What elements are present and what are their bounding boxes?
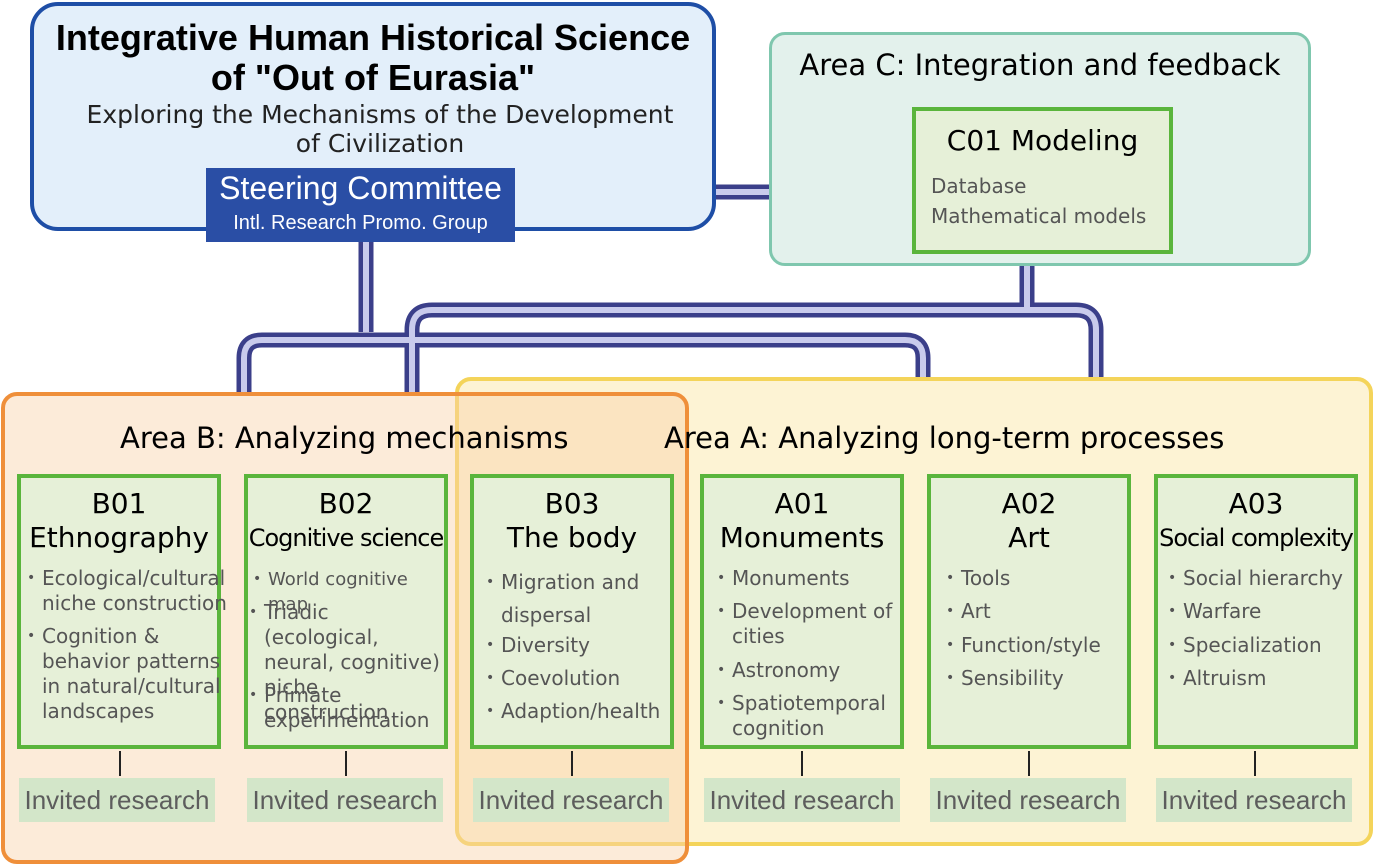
- project-title: Integrative Human Historical Science of …: [30, 18, 716, 98]
- group-b03-item: Diversity: [486, 633, 686, 658]
- group-b03-code: B03: [544, 487, 600, 520]
- group-b03-name: The body: [506, 521, 638, 554]
- group-a02-item: Tools: [946, 566, 1146, 591]
- group-a03-stem: [1254, 751, 1256, 776]
- group-a01-item: Spatiotemporal cognition: [717, 691, 897, 741]
- group-a02-code: A02: [1001, 487, 1057, 520]
- c01-box: [912, 107, 1173, 254]
- group-b01-item: Ecological/cultural niche construction: [27, 566, 227, 616]
- group-a03-item: Altruism: [1168, 666, 1368, 691]
- steering-committee-box: Steering Committee Intl. Research Promo.…: [206, 168, 515, 242]
- group-b03-stem: [571, 751, 573, 776]
- group-b02-code: B02: [318, 487, 374, 520]
- group-b01-stem: [119, 751, 121, 776]
- area-c-label: Area C: Integration and feedback: [799, 48, 1281, 82]
- group-a01-code: A01: [774, 487, 830, 520]
- steering-committee-title: Steering Committee: [219, 170, 502, 206]
- steering-committee-subtitle: Intl. Research Promo. Group: [233, 212, 488, 234]
- project-title-line2: of "Out of Eurasia": [210, 57, 536, 98]
- group-b01-name: Ethnography: [29, 521, 209, 554]
- group-b03-item: Migration and dispersal: [486, 566, 661, 632]
- c01-item: Database: [931, 174, 1027, 198]
- group-a01-stem: [801, 751, 803, 776]
- group-a01-item: Astronomy: [717, 658, 917, 683]
- group-b02-name: Cognitive science: [248, 524, 445, 552]
- group-b02-stem: [345, 751, 347, 776]
- group-b03-invited-research: Invited research: [473, 778, 669, 822]
- area-a-label: Area A: Analyzing long-term processes: [664, 421, 1225, 455]
- group-a03-item: Specialization: [1168, 633, 1368, 658]
- project-subtitle-line2: of Civilization: [295, 129, 465, 158]
- group-a02-item: Sensibility: [946, 666, 1146, 691]
- c01-item: Mathematical models: [931, 204, 1147, 228]
- group-a01-item: Monuments: [717, 566, 917, 591]
- group-b03-item: Adaption/health: [486, 699, 686, 724]
- project-title-line1: Integrative Human Historical Science: [55, 17, 691, 58]
- c01-title: C01 Modeling: [946, 124, 1139, 157]
- group-b01-item: Cognition & behavior patterns in natural…: [27, 624, 227, 724]
- group-b01-invited-research: Invited research: [19, 778, 215, 822]
- group-a03-item: Social hierarchy: [1168, 566, 1368, 591]
- project-subtitle-line1: Exploring the Mechanisms of the Developm…: [86, 100, 674, 129]
- group-a01-invited-research: Invited research: [704, 778, 900, 822]
- group-a03-invited-research: Invited research: [1156, 778, 1352, 822]
- group-a02-item: Art: [946, 599, 1146, 624]
- group-a02-name: Art: [1008, 521, 1050, 554]
- group-a02-item: Function/style: [946, 633, 1146, 658]
- group-a01-item: Development of cities: [717, 599, 902, 649]
- group-b03-item: Coevolution: [486, 666, 686, 691]
- group-a02-invited-research: Invited research: [930, 778, 1126, 822]
- project-subtitle: Exploring the Mechanisms of the Developm…: [60, 100, 700, 158]
- group-a01-name: Monuments: [719, 521, 885, 554]
- group-b01-code: B01: [91, 487, 147, 520]
- group-a03-item: Warfare: [1168, 599, 1368, 624]
- group-a03-code: A03: [1228, 487, 1284, 520]
- area-b-label: Area B: Analyzing mechanisms: [120, 421, 569, 455]
- group-a03-name: Social complexity: [1159, 524, 1354, 552]
- group-a02-stem: [1028, 751, 1030, 776]
- group-b02-item: Primate experimentation: [249, 683, 449, 733]
- group-b02-invited-research: Invited research: [247, 778, 443, 822]
